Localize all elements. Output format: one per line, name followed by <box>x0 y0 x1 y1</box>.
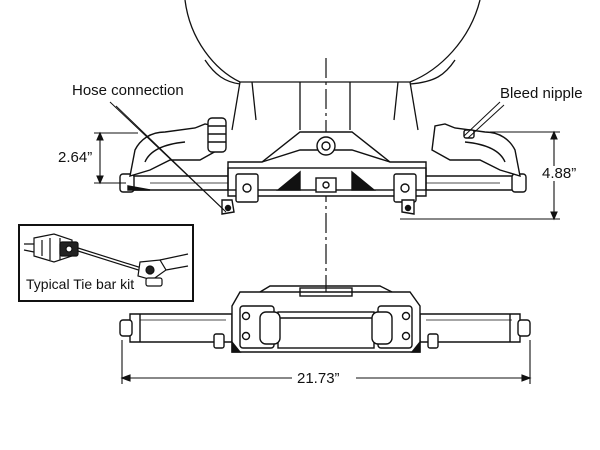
lower-cylinder-assembly <box>119 285 531 353</box>
dimension-lines <box>94 130 560 384</box>
bleed-nipple-label: Bleed nipple <box>500 85 583 102</box>
tie-bar-inset <box>18 224 194 302</box>
inset-caption: Typical Tie bar kit <box>26 276 135 292</box>
dimension-4-88-label: 4.88” <box>540 165 579 182</box>
tie-bar-sketch <box>23 233 189 287</box>
hose-connection-label: Hose connection <box>72 82 184 99</box>
outboard-motor-outline <box>184 0 481 131</box>
dimension-21-73-label: 21.73” <box>297 370 340 387</box>
dimension-2-64-label: 2.64” <box>58 149 93 166</box>
callout-leaders <box>109 101 505 213</box>
upper-cylinder-assembly <box>119 117 527 215</box>
